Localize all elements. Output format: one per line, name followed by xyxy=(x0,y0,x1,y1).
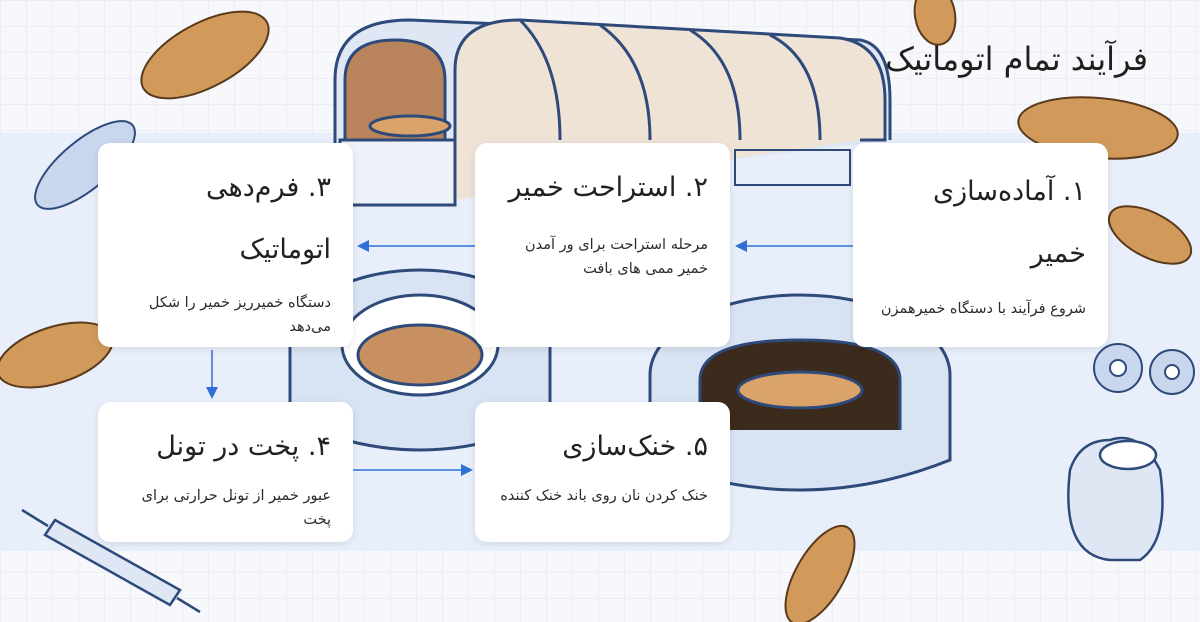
step-card-4: ۴. پخت در تونل عبور خمیر از تونل حرارتی … xyxy=(98,402,353,542)
step-description: عبور خمیر از تونل حرارتی برای پخت xyxy=(141,488,331,528)
gear-icon xyxy=(1093,343,1195,395)
step-card-3: ۳. فرم‌دهی اتوماتیک دستگاه خمیرریز خمیر … xyxy=(98,143,353,347)
step-card-5: ۵. خنک‌سازی خنک کردن نان روی باند خنک کن… xyxy=(475,402,730,542)
flour-sack-icon xyxy=(1067,436,1164,562)
step-card-2: ۲. استراحت خمیر مرحله استراحت برای ور آم… xyxy=(475,143,730,347)
step-heading: ۱. آماده‌سازی خمیر xyxy=(932,176,1086,269)
step-description: شروع فرآیند با دستگاه خمیرهمزن xyxy=(880,301,1086,317)
step-heading: ۳. فرم‌دهی اتوماتیک xyxy=(206,172,331,265)
step-heading: ۵. خنک‌سازی xyxy=(562,431,708,462)
step-heading: ۲. استراحت خمیر xyxy=(508,172,708,203)
page-title: فرآیند تمام اتوماتیک xyxy=(885,40,1148,78)
step-heading: ۴. پخت در تونل xyxy=(156,431,331,462)
step-description: خنک کردن نان روی باند خنک کننده xyxy=(500,488,708,504)
step-description: دستگاه خمیرریز خمیر را شکل می‌دهد xyxy=(148,295,331,335)
step-description: مرحله استراحت برای ور آمدن خمیر ممی های … xyxy=(525,237,708,277)
step-card-1: ۱. آماده‌سازی خمیر شروع فرآیند با دستگاه… xyxy=(853,143,1108,347)
rolling-pin-icon xyxy=(21,508,201,614)
